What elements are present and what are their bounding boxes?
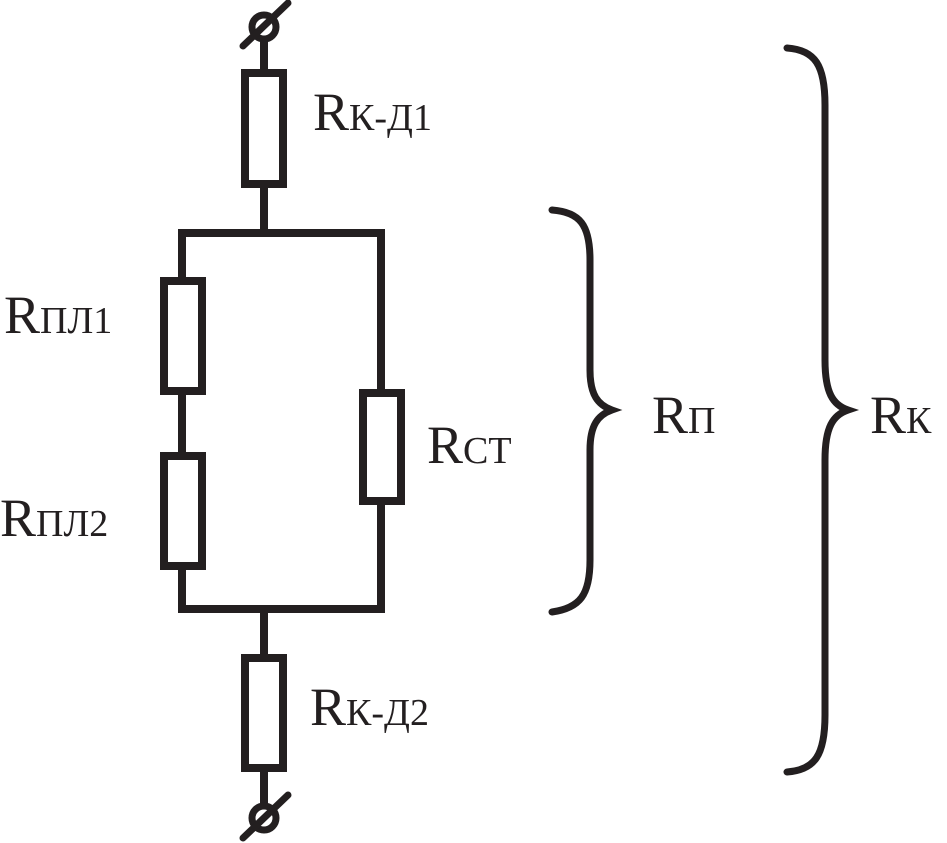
bottom-terminal	[239, 791, 292, 842]
label-r-p: RП	[652, 385, 715, 445]
label-r-pl1: RПЛ1	[4, 285, 112, 345]
parallel-top-wire	[178, 229, 385, 393]
label-r-kd2: RК-Д2	[310, 677, 429, 737]
resistor-r-st	[359, 389, 405, 505]
label-r-k: RК	[870, 385, 932, 445]
resistor-r-kd1	[241, 69, 287, 188]
brace-r-k	[783, 44, 860, 776]
resistor-r-pl1	[160, 277, 206, 395]
label-r-kd1: RК-Д1	[313, 82, 432, 142]
label-r-pl2: RПЛ2	[0, 488, 108, 548]
label-r-st: RСТ	[427, 415, 512, 475]
brace-r-p	[548, 206, 623, 616]
resistor-r-pl2	[160, 452, 206, 570]
resistor-r-kd2	[241, 654, 287, 772]
